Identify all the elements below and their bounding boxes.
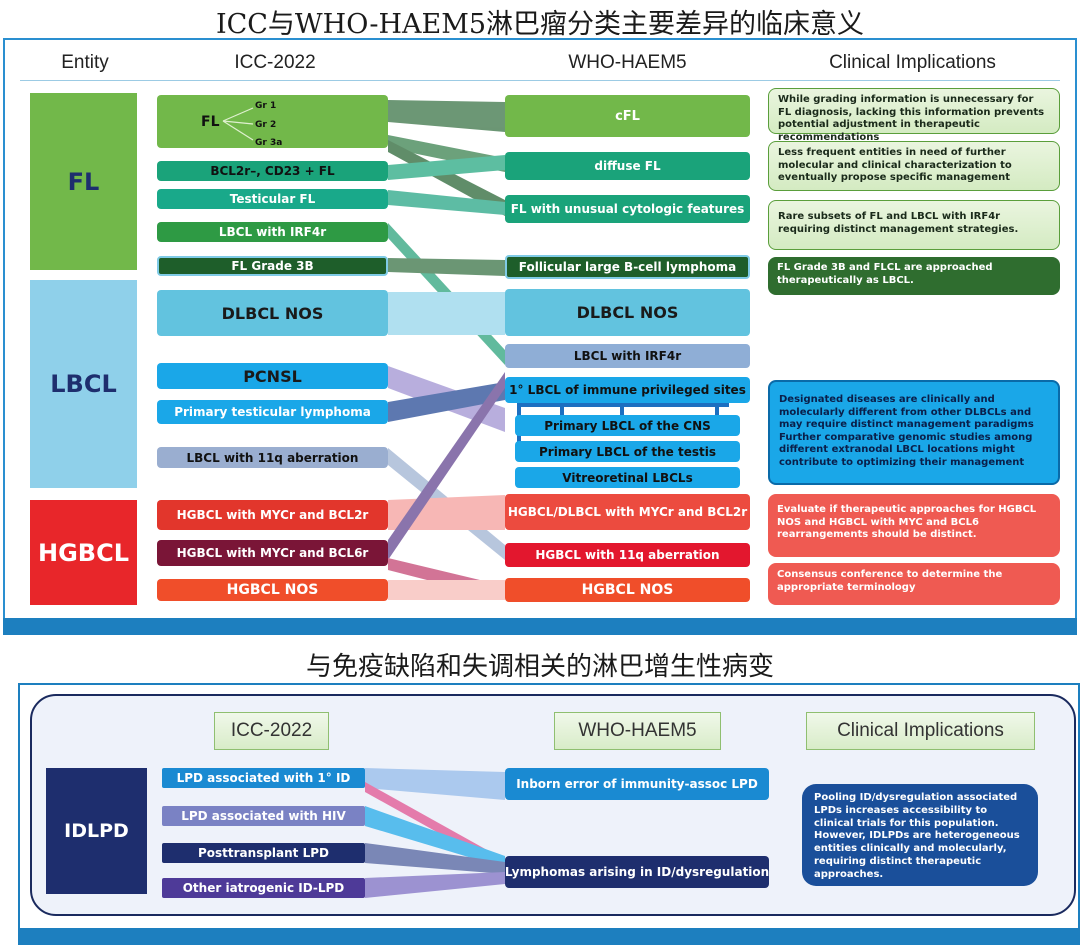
fl-grade-1: Gr 1 xyxy=(255,101,277,111)
ribbon-fl-to-cfl xyxy=(388,100,505,132)
clinical-idlpd: Pooling ID/dysregulation associated LPDs… xyxy=(802,784,1038,886)
ribbon-fl3b-to-flbcl xyxy=(388,258,505,276)
ribbon-ptl-to-priv xyxy=(388,382,505,422)
ribbon-fl-to-unusual xyxy=(388,140,505,216)
who-fl-unusual: FL with unusual cytologic features xyxy=(505,195,750,223)
icc-hgbcl-nos: HGBCL NOS xyxy=(157,579,388,601)
who-hgbcl-11q: HGBCL with 11q aberration xyxy=(505,543,750,567)
bottom-title: 与免疫缺陷和失调相关的淋巴增生性病变 xyxy=(305,652,774,682)
icc-testicular-fl: Testicular FL xyxy=(157,189,388,209)
header-clinical: Clinical Implications xyxy=(829,52,996,73)
bottom-header-clinical: Clinical Implications xyxy=(806,712,1035,750)
icc-fl: FL xyxy=(157,95,388,148)
clinical-rare-entities: Less frequent entities in need of furthe… xyxy=(768,141,1060,191)
icc-posttransplant-lpd: Posttransplant LPD xyxy=(162,843,365,863)
who-lbcl-irf4r: LBCL with IRF4r xyxy=(505,344,750,368)
icc-dlbcl-nos: DLBCL NOS xyxy=(157,290,388,336)
who-lbcl-testis: Primary LBCL of the testis xyxy=(515,441,740,462)
icc-hgbcl-myc-bcl6: HGBCL with MYCr and BCL6r xyxy=(157,540,388,566)
ribbon-hiv-to-lymphomas xyxy=(365,806,505,868)
who-lbcl-cns: Primary LBCL of the CNS xyxy=(515,415,740,436)
top-title: ICC与WHO-HAEM5淋巴瘤分类主要差异的临床意义 xyxy=(215,9,865,40)
who-vitreoretinal: Vitreoretinal LBCLs xyxy=(515,467,740,488)
header-who: WHO-HAEM5 xyxy=(568,52,687,73)
clinical-grading: While grading information is unnecessary… xyxy=(768,88,1060,143)
who-diffuse-fl: diffuse FL xyxy=(505,152,750,180)
ribbon-iatrogenic-to-lymphomas xyxy=(365,872,505,898)
fl-grade-branches xyxy=(222,107,254,141)
icc-pcnsl: PCNSL xyxy=(157,363,388,389)
header-icc: ICC-2022 xyxy=(234,52,316,73)
clinical-terminology: Consensus conference to determine the ap… xyxy=(768,563,1060,605)
who-immune-privileged: 1° LBCL of immune privileged sites xyxy=(505,377,750,403)
header-divider xyxy=(20,80,1060,81)
icc-lpd-hiv: LPD associated with HIV xyxy=(162,806,365,826)
icc-iatrogenic-lpd: Other iatrogenic ID-LPD xyxy=(162,878,365,898)
fl-grade-3a: Gr 3a xyxy=(255,138,283,148)
icc-primary-testicular: Primary testicular lymphoma xyxy=(157,400,388,424)
icc-fl-label: FL xyxy=(201,113,220,130)
who-cfl: cFL xyxy=(505,95,750,137)
clinical-irf4r: Rare subsets of FL and LBCL with IRF4r r… xyxy=(768,200,1060,250)
icc-bcl2r-fl: BCL2r–, CD23 + FL xyxy=(157,161,388,181)
ribbon-nos-to-nos xyxy=(388,580,505,600)
who-inborn-error-lpd: Inborn error of immunity-assoc LPD xyxy=(505,768,769,800)
bottom-panel-footer-bar xyxy=(18,928,1080,945)
who-lymphomas-id: Lymphomas arising in ID/dysregulation xyxy=(505,856,769,888)
who-hgbcl-nos: HGBCL NOS xyxy=(505,578,750,602)
icc-fl-grade-3b: FL Grade 3B xyxy=(157,256,388,276)
header-entity: Entity xyxy=(61,52,109,73)
clinical-extranodal: Designated diseases are clinically and m… xyxy=(768,380,1060,485)
ribbon-testicular-to-unusual xyxy=(388,190,505,215)
bottom-header-who: WHO-HAEM5 xyxy=(554,712,721,750)
entity-hgbcl: HGBCL xyxy=(30,500,137,605)
bottom-header-icc: ICC-2022 xyxy=(214,712,329,750)
icc-lbcl-11q: LBCL with 11q aberration xyxy=(157,447,388,468)
top-panel-footer-bar xyxy=(3,618,1077,635)
ribbon-dlbcl-to-dlbcl xyxy=(388,292,505,335)
icc-lpd-1id: LPD associated with 1° ID xyxy=(162,768,365,788)
clinical-fl3b: FL Grade 3B and FLCL are approached ther… xyxy=(768,257,1060,295)
ribbon-ptld-to-lymphomas xyxy=(365,843,505,874)
icc-lbcl-irf4r: LBCL with IRF4r xyxy=(157,222,388,242)
who-flbcl: Follicular large B-cell lymphoma xyxy=(505,255,750,279)
who-hgbcl-dlbcl: HGBCL/DLBCL with MYCr and BCL2r xyxy=(505,494,750,530)
clinical-hgbcl: Evaluate if therapeutic approaches for H… xyxy=(768,494,1060,557)
ribbon-bcl2r-to-diffuse xyxy=(388,155,505,180)
fl-grade-2: Gr 2 xyxy=(255,120,277,130)
ribbon-hgbcl-bcl6-to-priv xyxy=(388,372,505,560)
icc-hgbcl-myc-bcl2: HGBCL with MYCr and BCL2r xyxy=(157,500,388,530)
who-dlbcl-nos: DLBCL NOS xyxy=(505,289,750,336)
entity-fl: FL xyxy=(30,93,137,270)
entity-idlpd: IDLPD xyxy=(46,768,147,894)
entity-lbcl: LBCL xyxy=(30,280,137,488)
ribbon-1id-to-inborn xyxy=(365,768,505,800)
